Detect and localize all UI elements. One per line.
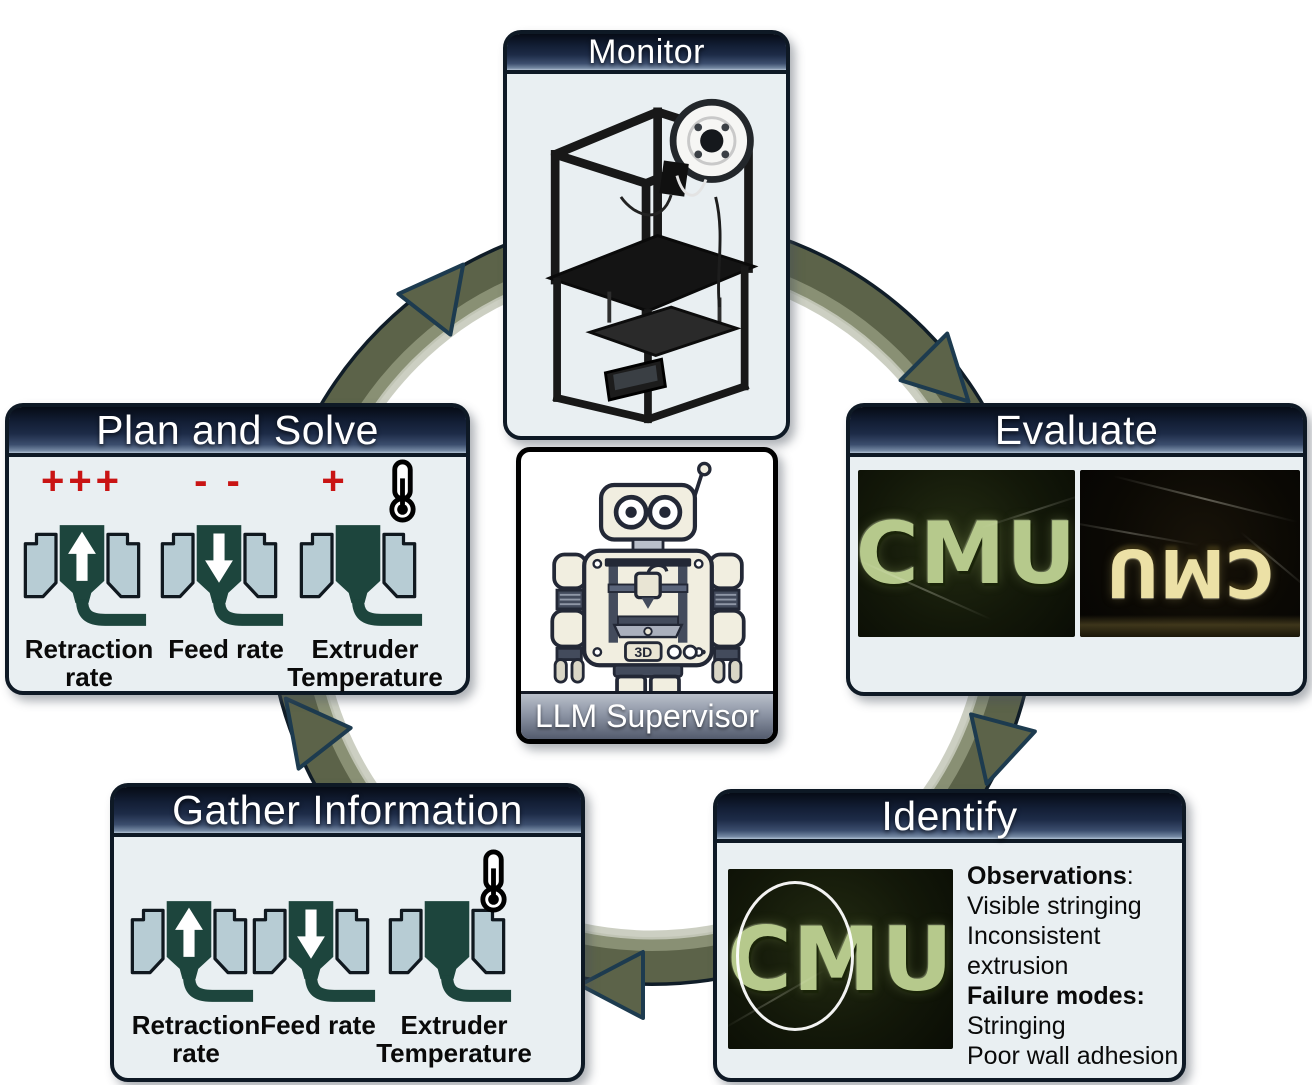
observation-line: Inconsistent extrusion: [967, 922, 1101, 980]
panel-llm-supervisor: 3D LLM Supervisor: [516, 447, 778, 744]
failure-line: Stringing: [967, 1012, 1066, 1040]
gather-item-label: Retraction rate: [131, 1010, 261, 1069]
evaluate-title: Evaluate: [994, 406, 1159, 453]
panel-identify: Identify CMU Observations: Visible strin…: [713, 789, 1186, 1082]
llm-supervisor-bar: LLM Supervisor: [521, 691, 773, 739]
observation-line: Visible stringing: [967, 892, 1142, 920]
extruder-up-icon: [7, 501, 157, 631]
evaluate-header: Evaluate: [850, 407, 1303, 457]
cycle-arrow-to-plan: [283, 696, 353, 771]
thermometer-icon: [386, 459, 419, 523]
plan-item-label: Extruder Temperature: [287, 634, 443, 693]
identify-title: Identify: [881, 792, 1018, 839]
decrease-modifier: - -: [194, 459, 244, 503]
increase-modifier: +++: [40, 459, 124, 503]
plan-title: Plan and Solve: [96, 406, 379, 453]
identify-header: Identify: [717, 793, 1182, 843]
robot-3d-badge: 3D: [634, 644, 652, 660]
llm-supervisor-title: LLM Supervisor: [534, 698, 760, 734]
cycle-arrow-to-evaluate: [898, 331, 971, 404]
increase-modifier: +: [321, 459, 349, 503]
print-text-rotated: CMU: [1106, 534, 1274, 611]
printer-photo: [544, 98, 758, 424]
gather-item-label: Feed rate: [260, 1010, 376, 1040]
robot-illustration: 3D: [550, 461, 746, 698]
panel-plan-and-solve: Plan and Solve +++ Retraction rate - - F…: [5, 403, 470, 695]
print-text: CMU: [858, 503, 1075, 604]
failure-modes-heading: Failure modes:: [967, 982, 1145, 1010]
cycle-arrow-to-identify: [969, 712, 1037, 786]
identify-notes: Observations: Visible stringing Inconsis…: [967, 861, 1182, 1078]
plan-item-label: Retraction rate: [24, 634, 154, 693]
plan-header: Plan and Solve: [9, 407, 466, 457]
plan-item-temperature: + Extruder Temperature: [283, 459, 443, 691]
monitor-title: Monitor: [588, 32, 705, 71]
extruder-down-icon: [236, 877, 386, 1007]
panel-monitor: Monitor: [503, 30, 790, 440]
monitor-header: Monitor: [507, 32, 786, 74]
gather-header: Gather Information: [114, 787, 581, 837]
plan-item-label: Feed rate: [168, 634, 284, 664]
identify-photo: CMU: [728, 869, 953, 1049]
plan-item-feed: - - Feed rate: [144, 459, 294, 663]
cycle-arrow-to-gather: [578, 950, 645, 1020]
extruder-down-icon: [144, 501, 294, 631]
gather-item-retraction: Retraction rate: [114, 877, 264, 1067]
thermometer-icon: [477, 849, 510, 913]
gather-item-temperature: Extruder Temperature: [372, 877, 532, 1067]
circle-annotation: [736, 881, 854, 1031]
plan-item-retraction: +++ Retraction rate: [7, 459, 157, 691]
gather-item-label: Extruder Temperature: [376, 1010, 532, 1069]
gather-title: Gather Information: [172, 786, 523, 833]
panel-evaluate: Evaluate CMU CMU: [846, 403, 1307, 696]
cycle-arrow-to-monitor: [396, 262, 466, 337]
panel-gather-information: Gather Information Retraction rate Feed …: [110, 783, 585, 1082]
print-side-view-photo: CMU: [1080, 470, 1300, 637]
gather-item-feed: Feed rate: [236, 877, 386, 1039]
print-top-view-photo: CMU: [858, 470, 1075, 637]
observations-heading: Observations: [967, 862, 1127, 890]
failure-line: Poor wall adhesion: [967, 1042, 1179, 1070]
